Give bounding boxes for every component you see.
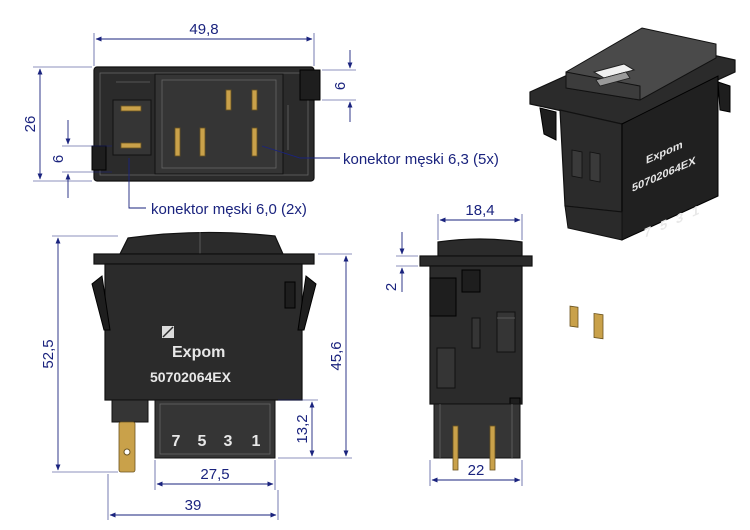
front-view: Expom 50702064EX 7 5 3 1 52,5 45,6 13,2 …: [40, 231, 352, 520]
terminal-6-3-e: [251, 127, 258, 157]
front-terminal-4: 1: [252, 433, 261, 450]
iso-terminal-b: [593, 313, 604, 340]
front-terminal-3: 3: [224, 433, 233, 450]
side-terminal-b: [489, 425, 496, 471]
dim-top-small-right: 6: [332, 82, 349, 90]
iso-terminal-1: 7: [644, 223, 651, 241]
terminal-6-3-c: [174, 127, 181, 157]
dim-side-flange: 2: [383, 283, 400, 291]
dim-front-body-height: 45,6: [328, 341, 345, 370]
terminal-6-3-d: [199, 127, 206, 157]
terminal-6-3-a: [225, 89, 232, 111]
side-terminal-a: [452, 425, 459, 471]
dim-top-width: 49,8: [189, 21, 218, 38]
isometric-view: Expom 50702064EX 7 5 3 1: [529, 27, 736, 340]
front-brand: Expom: [172, 344, 225, 361]
dim-front-terminal-block: 13,2: [294, 414, 311, 443]
front-terminal-2: 5: [198, 433, 207, 450]
iso-terminal-3: 3: [676, 209, 684, 227]
terminal-6-0-upper: [120, 105, 142, 112]
callout-connector-6-3: konektor męski 6,3 (5x): [343, 151, 499, 168]
dim-side-bottom-width: 22: [468, 462, 485, 479]
dim-top-height: 26: [22, 116, 39, 133]
expom-logo-icon: [162, 326, 174, 338]
front-terminal-1: 7: [172, 433, 181, 450]
front-terminal-blade: [118, 421, 136, 473]
side-view: 18,4 2 22: [383, 202, 533, 486]
dim-front-inner-width: 27,5: [200, 466, 229, 483]
dim-side-top-width: 18,4: [465, 202, 494, 219]
front-part-number: 50702064EX: [150, 369, 232, 385]
dim-front-height: 52,5: [40, 339, 57, 368]
iso-terminal-4: 1: [692, 202, 700, 220]
terminal-6-0-lower: [120, 142, 142, 149]
callout-connector-6-0: konektor męski 6,0 (2x): [151, 201, 307, 218]
iso-terminal-2: 5: [660, 216, 668, 234]
iso-terminal-a: [569, 305, 579, 328]
top-view: 49,8 26 6 6 konektor męski 6,3 (5x) kone…: [22, 21, 499, 218]
dim-top-small-left: 6: [50, 155, 67, 163]
dim-front-overall-width: 39: [185, 497, 202, 514]
terminal-6-3-b: [251, 89, 258, 111]
